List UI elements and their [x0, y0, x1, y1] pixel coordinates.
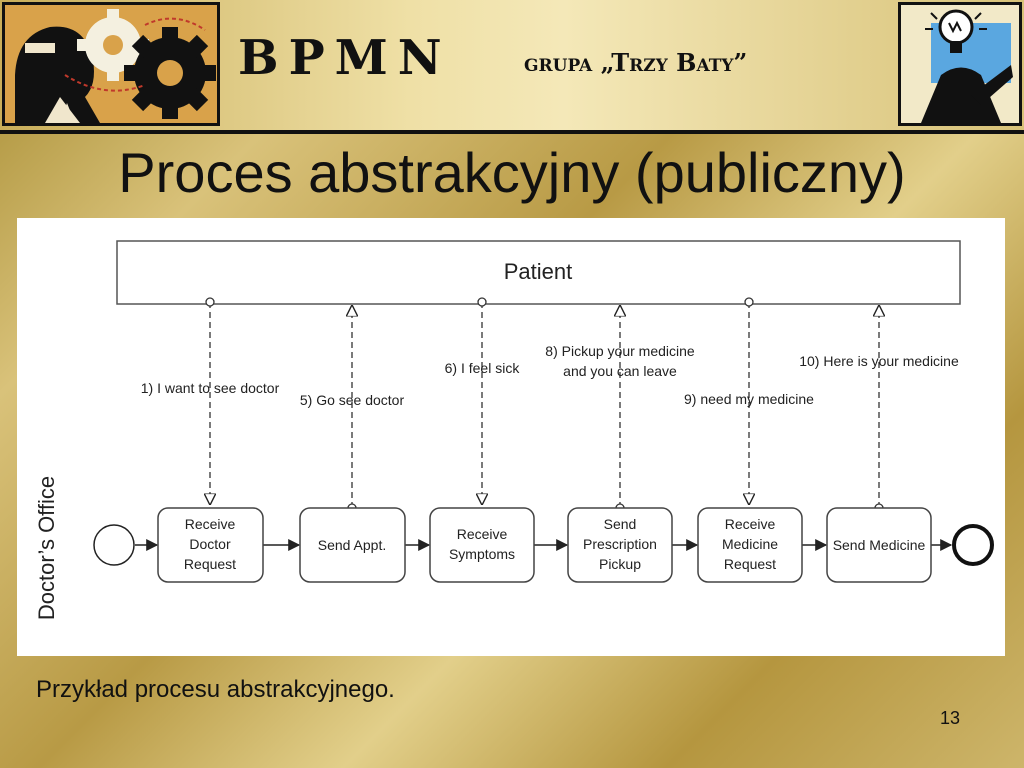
task-label: Send — [604, 516, 637, 532]
task-receive-doctor-request — [157, 507, 264, 583]
task-label: Send Medicine — [833, 537, 926, 553]
task-label: Medicine — [722, 536, 778, 552]
brand-title: BPMN — [238, 30, 452, 86]
task-send-medicine — [826, 507, 932, 583]
task-receive-symptoms — [429, 507, 535, 583]
message-label: and you can leave — [563, 363, 677, 379]
message-label: 9) need my medicine — [684, 391, 814, 407]
patient-pool — [116, 240, 961, 305]
slide-caption: Przykład procesu abstrakcyjnego. — [36, 676, 395, 703]
message-label: 5) Go see doctor — [300, 392, 405, 408]
gears-businessman-logo — [2, 2, 220, 126]
task-label: Receive — [457, 526, 508, 542]
lightbulb-businessman-logo — [898, 2, 1022, 126]
doctors-office-pool-label: Doctor’s Office — [34, 476, 59, 620]
patient-pool-label: Patient — [504, 259, 573, 284]
task-label: Send Appt. — [318, 537, 387, 553]
task-send-prescription-pickup — [567, 507, 673, 583]
task-send-appt — [299, 507, 406, 583]
start-event — [93, 524, 135, 566]
task-label: Request — [184, 556, 236, 572]
task-label: Receive — [725, 516, 776, 532]
page-number: 13 — [940, 708, 961, 728]
header-band: BPMN grupa „Trzy Baty” — [0, 0, 1024, 134]
message-label: 10) Here is your medicine — [799, 353, 959, 369]
end-event — [952, 524, 994, 566]
task-receive-medicine-request — [697, 507, 803, 583]
bpmn-diagram: Patient Doctor’s Office 1) I want to see… — [17, 218, 1005, 656]
task-label: Doctor — [189, 536, 231, 552]
group-name: grupa „Trzy Baty” — [524, 48, 748, 77]
message-label: 8) Pickup your medicine — [545, 343, 695, 359]
task-label: Request — [724, 556, 776, 572]
message-label: 1) I want to see doctor — [141, 380, 280, 396]
task-label: Symptoms — [449, 546, 515, 562]
task-label: Pickup — [599, 556, 641, 572]
task-label: Prescription — [583, 536, 657, 552]
slide-title: Proces abstrakcyjny (publiczny) — [118, 141, 906, 204]
task-label: Receive — [185, 516, 236, 532]
message-label: 6) I feel sick — [445, 360, 521, 376]
